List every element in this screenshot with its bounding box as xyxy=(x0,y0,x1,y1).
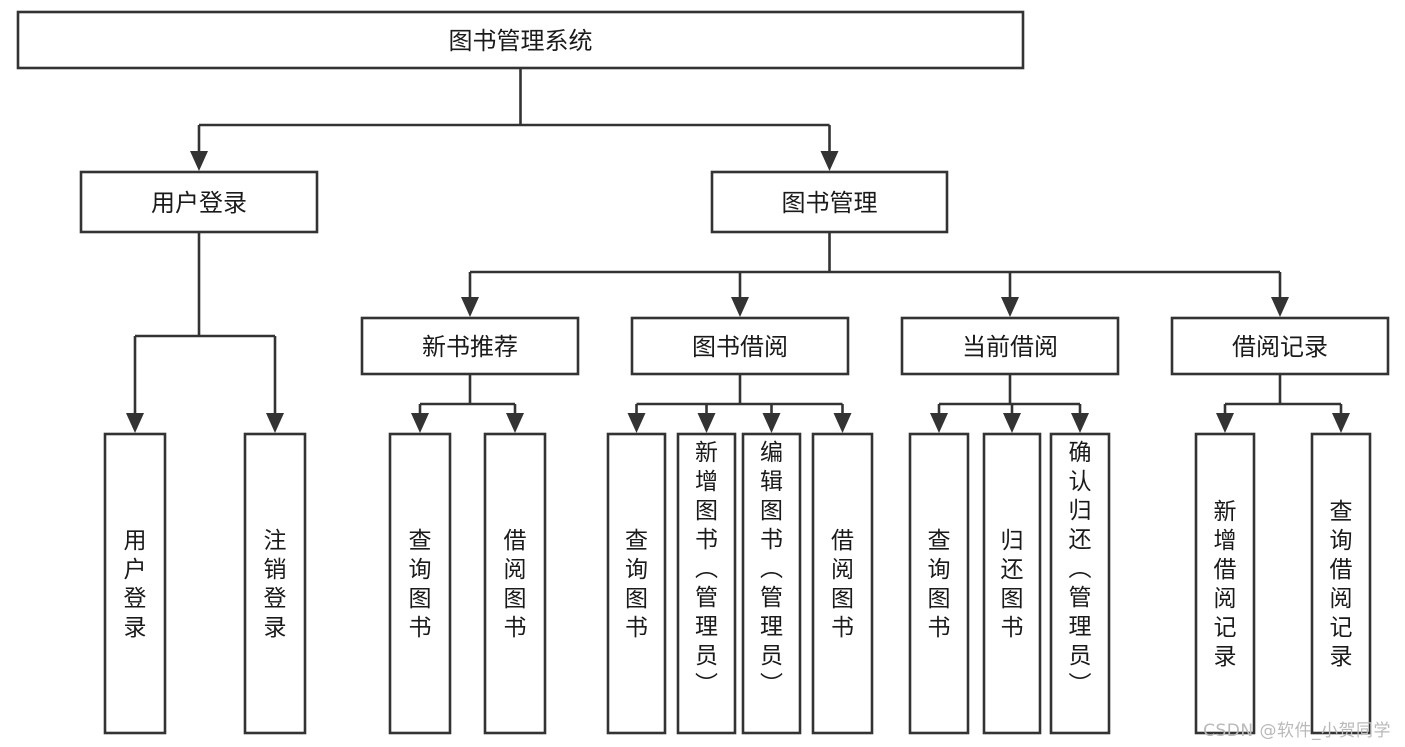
node-label: 新增借阅记录 xyxy=(1214,499,1237,670)
arrow-head-icon xyxy=(411,413,429,433)
node-label: 查询图书 xyxy=(625,528,648,641)
node-box xyxy=(1049,432,1111,735)
arrow-head-icon xyxy=(1001,297,1019,317)
node-box xyxy=(16,10,1025,70)
node-查询图书[interactable]: 查询图书 xyxy=(388,432,452,735)
arrow-head-icon xyxy=(190,151,208,171)
arrow-head-icon xyxy=(506,413,524,433)
node-box xyxy=(483,432,547,735)
node-查询图书[interactable]: 查询图书 xyxy=(606,432,667,735)
arrow-head-icon xyxy=(126,413,144,433)
node-label: 用户登录 xyxy=(124,528,147,641)
node-label: 用户登录 xyxy=(151,189,247,217)
node-当前借阅[interactable]: 当前借阅 xyxy=(900,316,1120,376)
node-确认归还管理员[interactable]: 确认归还︵管理员︶ xyxy=(1049,432,1111,735)
connector-layer xyxy=(126,68,1350,433)
node-图书管理系统[interactable]: 图书管理系统 xyxy=(16,10,1025,70)
node-label: 图书管理 xyxy=(782,189,878,217)
arrow-head-icon xyxy=(627,413,646,433)
arrow-head-icon xyxy=(1332,413,1350,433)
node-label: 当前借阅 xyxy=(962,333,1058,361)
node-label: 查询图书 xyxy=(409,528,432,641)
node-借阅图书[interactable]: 借阅图书 xyxy=(483,432,547,735)
node-查询图书[interactable]: 查询图书 xyxy=(908,432,970,735)
node-box xyxy=(676,432,737,735)
connector-group-图书借阅 xyxy=(627,374,852,433)
connector-root-to-level2 xyxy=(190,68,839,171)
node-box xyxy=(606,432,667,735)
node-新书推荐[interactable]: 新书推荐 xyxy=(360,316,580,376)
node-归还图书[interactable]: 归还图书 xyxy=(982,432,1042,735)
node-label: 确认归还︵管理员︶ xyxy=(1069,440,1092,698)
node-借阅记录[interactable]: 借阅记录 xyxy=(1170,316,1390,376)
arrow-head-icon xyxy=(1071,413,1089,433)
arrow-head-icon xyxy=(930,413,948,433)
node-box xyxy=(630,316,850,376)
node-box xyxy=(710,170,949,234)
arrow-head-icon xyxy=(266,413,284,433)
node-label: 注销登录 xyxy=(264,528,287,641)
node-查询借阅记录[interactable]: 查询借阅记录 xyxy=(1310,432,1372,735)
node-box xyxy=(1170,316,1390,376)
connector-group-借阅记录 xyxy=(1216,374,1350,433)
node-box xyxy=(908,432,970,735)
arrow-head-icon xyxy=(1216,413,1234,433)
arrow-head-icon xyxy=(1003,413,1021,433)
node-box xyxy=(811,432,874,735)
node-注销登录[interactable]: 注销登录 xyxy=(243,432,307,735)
node-label: 查询借阅记录 xyxy=(1330,499,1353,670)
node-box xyxy=(1310,432,1372,735)
node-用户登录[interactable]: 用户登录 xyxy=(79,170,319,234)
node-layer: 图书管理系统用户登录图书管理新书推荐图书借阅当前借阅借阅记录用户登录注销登录查询… xyxy=(16,10,1390,735)
node-编辑图书管理员[interactable]: 编辑图书︵管理员︶ xyxy=(741,432,802,735)
node-图书借阅[interactable]: 图书借阅 xyxy=(630,316,850,376)
node-box xyxy=(103,432,167,735)
node-box xyxy=(360,316,580,376)
node-新增借阅记录[interactable]: 新增借阅记录 xyxy=(1194,432,1256,735)
node-label: 查询图书 xyxy=(928,528,951,641)
node-用户登录[interactable]: 用户登录 xyxy=(103,432,167,735)
arrow-head-icon xyxy=(731,297,749,317)
arrow-head-icon xyxy=(762,413,781,433)
connector-group-用户登录 xyxy=(126,232,284,433)
node-box xyxy=(388,432,452,735)
connector-group-当前借阅 xyxy=(930,374,1089,433)
node-box xyxy=(982,432,1042,735)
node-box xyxy=(741,432,802,735)
arrow-head-icon xyxy=(833,413,852,433)
node-借阅图书[interactable]: 借阅图书 xyxy=(811,432,874,735)
arrow-head-icon xyxy=(461,297,479,317)
node-box xyxy=(243,432,307,735)
node-label: 借阅图书 xyxy=(831,528,854,641)
node-box xyxy=(1194,432,1256,735)
node-label: 图书借阅 xyxy=(692,333,788,361)
node-label: 图书管理系统 xyxy=(449,27,593,55)
connector-group-新书推荐 xyxy=(411,374,524,433)
connector-bookmgmt-to-level3 xyxy=(461,232,1289,317)
arrow-head-icon xyxy=(697,413,716,433)
node-label: 新书推荐 xyxy=(422,333,518,361)
node-box xyxy=(79,170,319,234)
arrow-head-icon xyxy=(1271,297,1289,317)
node-label: 借阅记录 xyxy=(1232,333,1328,361)
arrow-head-icon xyxy=(820,151,839,171)
node-label: 借阅图书 xyxy=(504,528,527,641)
node-新增图书管理员[interactable]: 新增图书︵管理员︶ xyxy=(676,432,737,735)
node-图书管理[interactable]: 图书管理 xyxy=(710,170,949,234)
node-label: 编辑图书︵管理员︶ xyxy=(760,440,783,698)
node-label: 归还图书 xyxy=(1001,528,1024,641)
node-box xyxy=(900,316,1120,376)
node-label: 新增图书︵管理员︶ xyxy=(695,440,718,698)
